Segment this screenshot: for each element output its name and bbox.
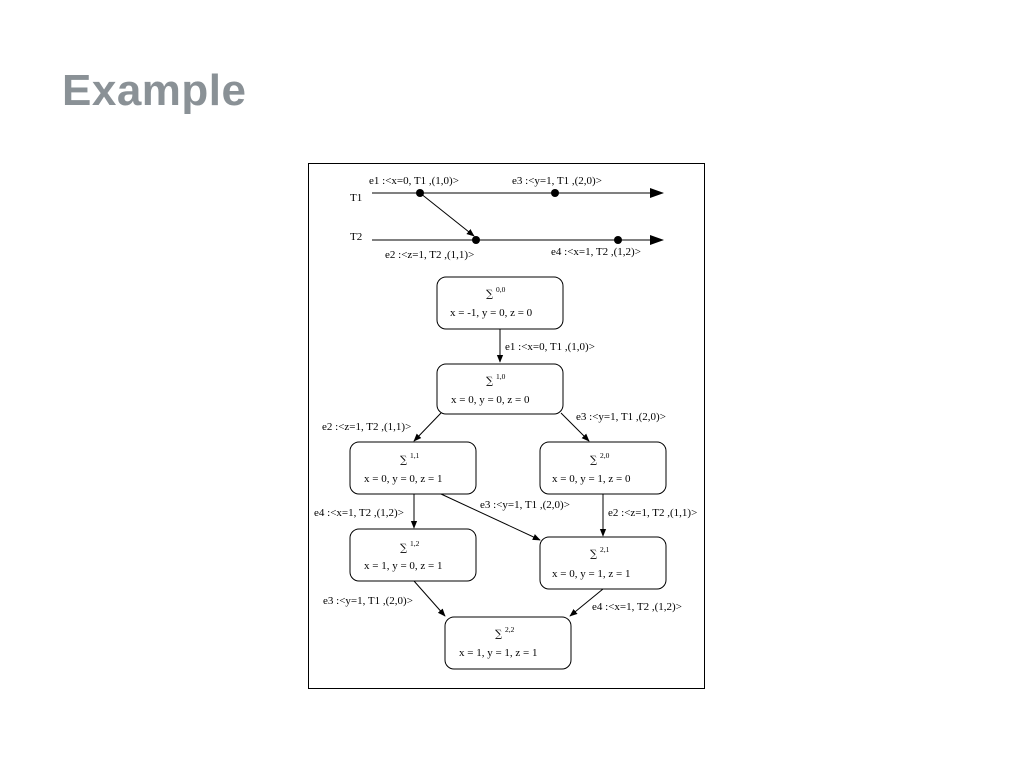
transition-label: e2 :<z=1, T2 ,(1,1)> bbox=[322, 421, 411, 433]
slide-title: Example bbox=[62, 66, 247, 115]
state-index: 2,1 bbox=[600, 545, 610, 554]
transition-arrow bbox=[413, 580, 446, 617]
transition-label: e2 :<z=1, T2 ,(1,1)> bbox=[608, 507, 697, 519]
state-index: 2,0 bbox=[600, 451, 610, 460]
transition-arrow bbox=[569, 588, 604, 617]
sigma-symbol: ∑ bbox=[590, 549, 598, 560]
state-vars: x = 0, y = 0, z = 1 bbox=[364, 473, 443, 485]
thread-label-t1: T1 bbox=[350, 192, 362, 204]
state-box bbox=[539, 536, 667, 590]
sigma-symbol: ∑ bbox=[400, 543, 408, 554]
sigma-symbol: ∑ bbox=[495, 629, 503, 640]
event-label-e1: e1 :<x=0, T1 ,(1,0)> bbox=[369, 175, 459, 187]
event-label-e4: e4 :<x=1, T2 ,(1,2)> bbox=[551, 246, 641, 258]
state-vars: x = 0, y = 1, z = 0 bbox=[552, 473, 631, 485]
state-vars: x = 0, y = 0, z = 0 bbox=[451, 394, 530, 406]
transition-arrow bbox=[560, 412, 590, 442]
state-s10: ∑ 1,0 x = 0, y = 0, z = 0 bbox=[436, 363, 564, 415]
state-vars: x = -1, y = 0, z = 0 bbox=[450, 307, 533, 319]
state-vars: x = 1, y = 0, z = 1 bbox=[364, 560, 443, 572]
state-vars: x = 1, y = 1, z = 1 bbox=[459, 647, 538, 659]
state-vars: x = 0, y = 1, z = 1 bbox=[552, 568, 631, 580]
event-dot-e1 bbox=[416, 189, 424, 197]
state-box bbox=[539, 441, 667, 495]
state-box bbox=[436, 363, 564, 415]
sigma-symbol: ∑ bbox=[486, 289, 494, 300]
timeline: T1 T2 e1 :<x=0, T1 ,(1,0)> e3 :<y=1, T1 … bbox=[350, 175, 664, 261]
state-box bbox=[349, 528, 477, 582]
state-s00: ∑ 0,0 x = -1, y = 0, z = 0 bbox=[436, 276, 564, 330]
state-box bbox=[444, 616, 572, 670]
event-dot-e4 bbox=[614, 236, 622, 244]
figure-frame bbox=[308, 163, 705, 689]
event-label-e3: e3 :<y=1, T1 ,(2,0)> bbox=[512, 175, 602, 187]
state-index: 2,2 bbox=[505, 625, 515, 634]
transition-labels: e1 :<x=0, T1 ,(1,0)> e2 :<z=1, T2 ,(1,1)… bbox=[314, 341, 697, 613]
state-index: 1,0 bbox=[496, 372, 506, 381]
state-s12: ∑ 1,2 x = 1, y = 0, z = 1 bbox=[349, 528, 477, 582]
state-s11: ∑ 1,1 x = 0, y = 0, z = 1 bbox=[349, 441, 477, 495]
transition-label: e3 :<y=1, T1 ,(2,0)> bbox=[480, 499, 570, 511]
sigma-symbol: ∑ bbox=[486, 376, 494, 387]
sigma-symbol: ∑ bbox=[590, 455, 598, 466]
event-dot-e3 bbox=[551, 189, 559, 197]
transition-arrow bbox=[413, 412, 442, 442]
transition-label: e4 :<x=1, T2 ,(1,2)> bbox=[592, 601, 682, 613]
transition-label: e1 :<x=0, T1 ,(1,0)> bbox=[505, 341, 595, 353]
state-s21: ∑ 2,1 x = 0, y = 1, z = 1 bbox=[539, 536, 667, 590]
state-index: 1,1 bbox=[410, 451, 420, 460]
event-dot-e2 bbox=[472, 236, 480, 244]
transition-label: e4 :<x=1, T2 ,(1,2)> bbox=[314, 507, 404, 519]
state-box bbox=[436, 276, 564, 330]
transition-label: e3 :<y=1, T1 ,(2,0)> bbox=[576, 411, 666, 423]
state-index: 0,0 bbox=[496, 285, 506, 294]
event-label-e2: e2 :<z=1, T2 ,(1,1)> bbox=[385, 249, 474, 261]
sigma-symbol: ∑ bbox=[400, 455, 408, 466]
state-s20: ∑ 2,0 x = 0, y = 1, z = 0 bbox=[539, 441, 667, 495]
transition-arrow bbox=[440, 493, 541, 541]
thread-label-t2: T2 bbox=[350, 231, 362, 243]
state-index: 1,2 bbox=[410, 539, 420, 548]
state-s22: ∑ 2,2 x = 1, y = 1, z = 1 bbox=[444, 616, 572, 670]
causal-arrow-e1-e2 bbox=[419, 192, 475, 237]
transition-label: e3 :<y=1, T1 ,(2,0)> bbox=[323, 595, 413, 607]
state-box bbox=[349, 441, 477, 495]
transitions bbox=[410, 329, 607, 617]
